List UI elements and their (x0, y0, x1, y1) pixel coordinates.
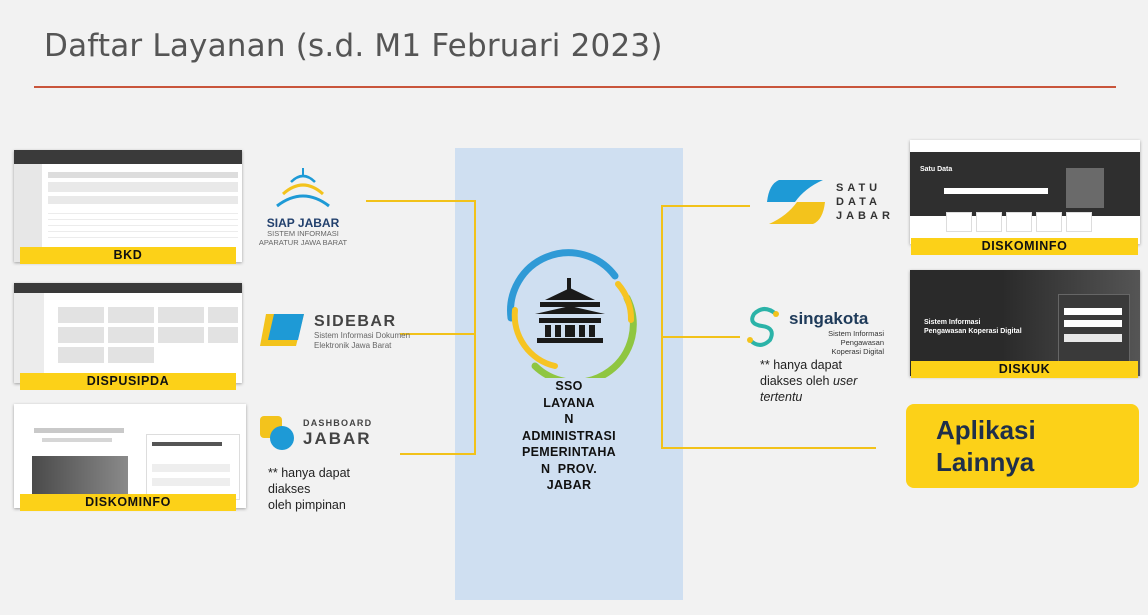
dashboard-name-bottom: JABAR (303, 429, 372, 448)
satu-data-line: SATU (836, 182, 882, 194)
note-italic: tertentu (760, 390, 803, 404)
sidebar-logo-icon (260, 314, 304, 346)
note-line: ** hanya dapat (760, 358, 843, 372)
siap-jabar-sub-line: APARATUR JAWA BARAT (258, 238, 348, 247)
sso-panel (455, 148, 683, 600)
dashboard-jabar-logo-icon (260, 416, 294, 450)
singakota-access-note: ** hanya dapat diakses oleh user tertent… (760, 357, 857, 405)
satu-data-screenshot[interactable]: Satu Data (910, 140, 1140, 244)
sso-caption-line: N (564, 412, 574, 426)
dashboard-name-top: DASHBOARD (303, 418, 373, 428)
note-italic: user (832, 374, 858, 388)
satu-data-logo-icon (767, 180, 825, 224)
dispusipda-screenshot[interactable] (14, 283, 242, 383)
sidebar-sub-line: Elektronik Jawa Barat (314, 341, 392, 350)
singakota-sub-line: Koperasi Digital (831, 347, 884, 356)
sso-caption-line: PEMERINTAHA (521, 445, 617, 459)
bkd-screenshot[interactable] (14, 150, 242, 262)
screen-title-line: Pengawasan Koperasi Digital (924, 328, 1022, 335)
left-connector (366, 200, 476, 455)
singakota-logo-icon (747, 307, 779, 347)
satu-data-name: SATU DATA JABAR (836, 181, 894, 223)
sidebar-subtitle: Sistem Informasi Dokumen Elektronik Jawa… (314, 331, 410, 351)
note-line: diakses oleh user (760, 373, 857, 389)
sso-caption: SSO LAYANA N ADMINISTRASI PEMERINTAHA N … (455, 378, 683, 494)
siap-jabar-name: SIAP JABAR (266, 216, 340, 230)
dispusipda-label: DISPUSIPDA (20, 373, 236, 390)
title-divider (34, 86, 1116, 88)
satu-data-screen-title: Satu Data (920, 166, 953, 173)
diskominfo-dashboard-screenshot[interactable] (14, 404, 246, 508)
bkd-label: BKD (20, 247, 236, 264)
sidebar-sub-line: Sistem Informasi Dokumen (314, 331, 411, 340)
diskominfo-left-label: DISKOMINFO (20, 494, 236, 511)
sidebar-name: SIDEBAR (314, 313, 397, 330)
singakota-screen-title: Sistem Informasi Pengawasan Koperasi Dig… (924, 318, 1022, 336)
note-line: ** hanya dapat (268, 466, 351, 480)
note-line: tertentu (760, 389, 857, 405)
satu-data-line: DATA (836, 196, 881, 208)
note-text: diakses oleh (760, 374, 833, 388)
sso-logo-icon (507, 249, 637, 378)
siap-jabar-sub-line: SISTEM INFORMASI (267, 229, 339, 238)
note-line: oleh pimpinan (268, 498, 346, 512)
singakota-subtitle: Sistem Informasi Pengawasan Koperasi Dig… (786, 329, 884, 356)
diskominfo-right-label: DISKOMINFO (911, 238, 1138, 255)
satu-data-line: JABAR (836, 210, 894, 222)
lainnya-line: Lainnya (936, 447, 1035, 477)
dashboard-access-note: ** hanya dapat diakses oleh pimpinan (268, 465, 350, 513)
lainnya-line: Aplikasi (936, 415, 1036, 445)
aplikasi-lainnya-card[interactable]: Aplikasi Lainnya (906, 404, 1139, 488)
sso-caption-line: ADMINISTRASI (522, 428, 616, 443)
sso-caption-line: N PROV. (540, 461, 598, 476)
sso-caption-line: LAYANA (543, 395, 595, 410)
sso-caption-line: SSO (555, 379, 583, 393)
siap-jabar-subtitle: SISTEM INFORMASI APARATUR JAWA BARAT (258, 229, 348, 247)
note-line: diakses (268, 482, 311, 496)
right-connector (661, 205, 876, 449)
sso-caption-line: JABAR (546, 478, 592, 492)
screen-title-line: Sistem Informasi (924, 319, 981, 326)
page-title: Daftar Layanan (s.d. M1 Februari 2023) (44, 28, 663, 64)
singakota-name: singakota (789, 309, 869, 328)
diskuk-label: DISKUK (911, 361, 1138, 378)
singakota-screenshot[interactable]: Sistem Informasi Pengawasan Koperasi Dig… (910, 270, 1140, 376)
singakota-sub-line: Sistem Informasi Pengawasan (828, 329, 884, 347)
siap-jabar-logo-icon (276, 168, 330, 208)
